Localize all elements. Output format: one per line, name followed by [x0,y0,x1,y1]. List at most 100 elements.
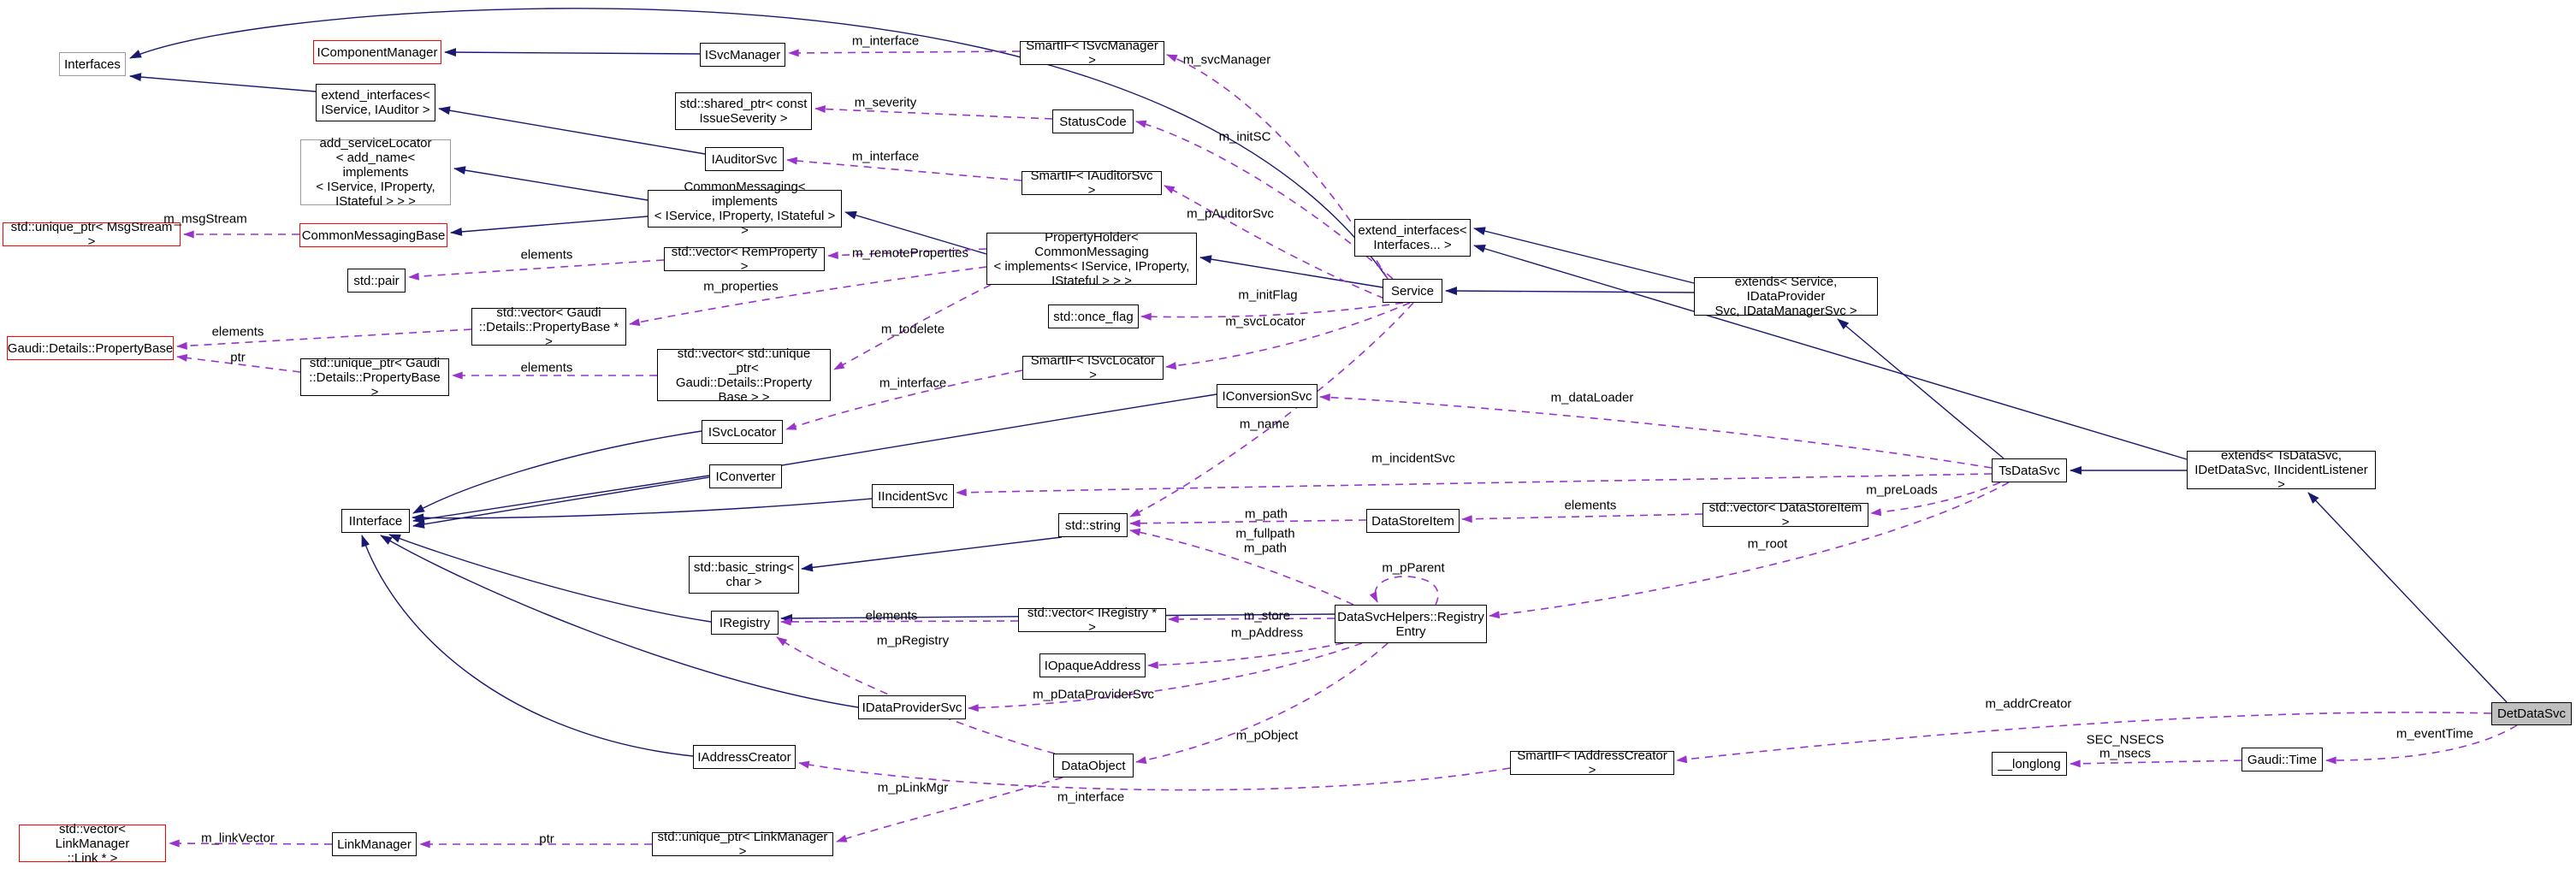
node-smartif-iaddresscreator[interactable]: SmartIF< IAddressCreator > [1510,748,1674,777]
edge-label-elements: elements [211,324,264,340]
node-isvclocator[interactable]: ISvcLocator [702,420,783,444]
edge-statuscode-to-sharedptr [814,105,1053,120]
node-extends-tsdatasvc[interactable]: extends< TsDataSvc, IDetDataSvc, IIncide… [2187,448,2376,492]
edge-label-m-store: m_store [1243,608,1291,624]
node-smartif-isvclocator[interactable]: SmartIF< ISvcLocator > [1022,353,1164,382]
edge-registryentry-to-vectoriregistry [1168,615,1335,624]
node-idataprovidersvc[interactable]: IDataProviderSvc [858,695,966,719]
edge-label-elements: elements [1564,498,1617,513]
node-extend-interfaces-interfaces[interactable]: extend_interfaces< Interfaces... > [1354,219,1471,257]
edge-label-m-todelete: m_todelete [880,322,945,337]
node-vector-linkmanager-link: std::vector< LinkManager ::Link * > [19,822,166,866]
node-registryentry[interactable]: DataSvcHelpers::Registry Entry [1335,605,1487,643]
edge-label-m-preloads: m_preLoads [1866,482,1938,498]
node-propertyholder[interactable]: PropertyHolder< CommonMessaging < implem… [986,230,1197,288]
edge-propertyholder-to-vectorpropertybaseptr [629,266,987,327]
edge-smartifisvclocator-to-isvclocator [785,369,1023,430]
edge-uniqueptrpropertybase-to-propertybase [176,353,301,373]
node-iregistry[interactable]: IRegistry [711,611,779,635]
edge-label-elements: elements [865,608,918,624]
node-gaudi-time[interactable]: Gaudi::Time [2241,748,2323,771]
node-smartif-iauditorsvc[interactable]: SmartIF< IAuditorSvc > [1022,168,1162,198]
node-std-once-flag: std::once_flag [1048,304,1139,328]
edge-service-to-smartifiauditorsvc [1164,185,1385,299]
edge-registryentry-to-stdstring-paths [1129,528,1354,606]
edge-label-m-name: m_name [1239,417,1290,432]
edge-tsdatasvc-to-extendsservice [1837,318,2005,459]
node-iauditorsvc[interactable]: IAuditorSvc [705,147,784,171]
node-extend-interfaces-iservice-iauditor[interactable]: extend_interfaces< IService, IAuditor > [316,84,435,121]
edge-detdatasvc-to-gauditime [2325,724,2518,765]
node-isvcmanager[interactable]: ISvcManager [700,43,785,67]
edge-registryentry-to-iopaqueaddress [1147,642,1344,670]
edge-label-elements: elements [520,247,573,263]
node-extends-service[interactable]: extends< Service, IDataProvider Svc, IDa… [1694,275,1878,318]
node-iopaqueaddress[interactable]: IOpaqueAddress [1039,653,1146,677]
node-service[interactable]: Service [1383,279,1442,303]
edge-iincidentsvc-to-iinterface [412,498,873,523]
edge-tsdatasvc-to-iconversionsvc [1319,393,1993,469]
node-iconversionsvc[interactable]: IConversionSvc [1217,384,1318,408]
edge-registryentry-pparent-loop [1369,576,1439,606]
edge-detdatasvc-to-smartifiaddresscreator [1676,712,2492,764]
node-unique-ptr-msgstream: std::unique_ptr< MsgStream > [3,220,181,249]
edge-label-m-nsecs: m_nsecs [2099,746,2152,761]
node-iincidentsvc[interactable]: IIncidentSvc [872,484,954,508]
node-smartif-isvcmanager[interactable]: SmartIF< ISvcManager > [1020,38,1164,68]
edge-label-m-pparent: m_pParent [1382,560,1445,576]
node-commonmessagingbase: CommonMessagingBase [299,223,447,247]
edge-label-m-remoteproperties: m_remoteProperties [852,245,968,261]
edge-label-m-linkvector: m_linkVector [201,831,275,846]
edge-datastoreitem-to-stdstring [1129,519,1367,528]
node-std-pair: std::pair [347,269,406,293]
node-statuscode[interactable]: StatusCode [1052,109,1134,133]
node-add-servicelocator: add_serviceLocator < add_name< implement… [300,136,451,209]
edge-gauditime-to-longlong [2070,760,2242,768]
edge-extendstsdatasvc-to-extendinterfaces [1473,244,2188,460]
edge-commonmessaging-to-addservicelocator [453,166,648,201]
node-commonmessaging[interactable]: CommonMessaging< implements < IService, … [648,180,842,238]
edge-detdatasvc-to-extendstsdatasvc [2307,492,2508,703]
node-iaddresscreator[interactable]: IAddressCreator [693,745,796,769]
edge-dataobject-to-iregistry [776,636,1056,754]
edge-smartifiauditorsvc-to-iauditorsvc [786,157,1022,181]
edge-service-to-interfaces [129,8,1389,280]
node-tsdatasvc[interactable]: TsDataSvc [1992,458,2067,482]
edge-label-m-interface: m_interface [851,33,920,49]
edge-label-m-svclocator: m_svcLocator [1225,314,1306,329]
edge-propertyholder-to-vectoruniqueptrpb [833,284,992,370]
edge-service-to-smartifisvclocator [1165,302,1411,370]
edge-label-m-interface: m_interface [879,375,947,391]
edge-label-m-root: m_root [1747,536,1788,552]
node-vector-iregistry: std::vector< IRegistry * > [1018,606,1166,635]
node-std-string: std::string [1058,513,1128,537]
edge-iauditorsvc-to-extendinterfaces2 [438,106,706,155]
edge-label-m-initsc: m_initSC [1218,129,1271,145]
edge-label-m-pdataprovidersvc: m_pDataProviderSvc [1033,687,1154,702]
edge-label-m-incidentsvc: m_incidentSvc [1371,451,1455,466]
edge-idataprovidersvc-to-iinterface [380,535,859,708]
node-datastoreitem[interactable]: DataStoreItem [1366,509,1460,533]
node-iinterface[interactable]: IInterface [341,509,410,533]
edge-label-m-interface: m_interface [1057,789,1125,805]
node-shared-ptr-issueseverity: std::shared_ptr< const IssueSeverity > [675,92,812,130]
edge-label-m-interface: m_interface [851,149,920,164]
edge-smartifiaddresscreator-to-iaddresscreator [798,760,1511,791]
edge-isvcmanager-to-icomponentmanager [444,48,701,57]
edge-iconverter-to-iinterface [412,475,710,523]
edge-label-ptr: ptr [230,350,246,365]
edge-commonmessaging-to-commonmessagingbase [450,216,648,236]
node-dataobject[interactable]: DataObject [1053,754,1134,777]
node-vector-datastoreitem: std::vector< DataStoreItem > [1703,500,1868,529]
edge-tsdatasvc-to-iincidentsvc [956,473,1993,497]
node-iconverter[interactable]: IConverter [709,464,782,488]
node-unique-ptr-linkmanager: std::unique_ptr< LinkManager > [652,830,833,859]
edge-label-m-pauditorsvc: m_pAuditorSvc [1187,206,1274,222]
edge-label-m-properties: m_properties [703,279,779,294]
edge-registryentry-to-dataobject [1135,642,1389,765]
node-vector-remproperty: std::vector< RemProperty > [664,245,825,274]
edge-label-m-path: m_path [1244,506,1288,522]
edge-vectordatastoreitem-to-datastoreitem [1461,513,1703,523]
node-linkmanager[interactable]: LinkManager [332,832,417,856]
